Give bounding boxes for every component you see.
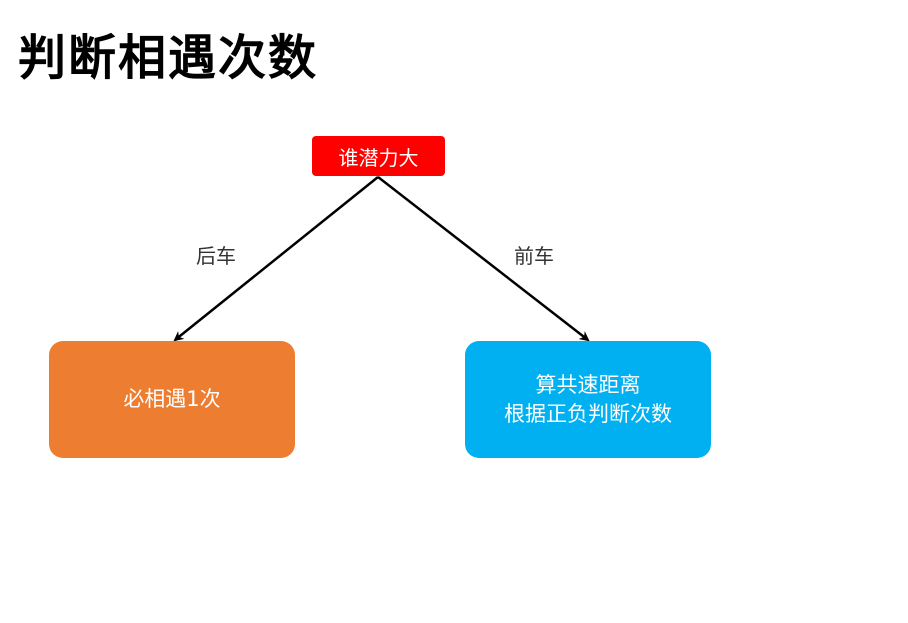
edge-label-rear-car: 后车 <box>196 244 236 268</box>
root-node: 谁潜力大 <box>312 136 445 176</box>
arrow-to-left-node <box>173 176 379 342</box>
leaf-node-text-line1: 算共速距离 <box>535 373 641 398</box>
edge-label-front-car: 前车 <box>514 244 554 268</box>
page-title: 判断相遇次数 <box>18 30 319 86</box>
root-node-label: 谁潜力大 <box>338 145 419 170</box>
leaf-node-must-meet-once: 必相遇1次 <box>49 341 295 458</box>
leaf-node-text-line2: 根据正负判断次数 <box>504 401 672 426</box>
leaf-node-text: 必相遇1次 <box>123 387 221 412</box>
leaf-node-relative-distance: 算共速距离 根据正负判断次数 <box>465 341 711 458</box>
arrow-to-right-node <box>377 176 590 342</box>
